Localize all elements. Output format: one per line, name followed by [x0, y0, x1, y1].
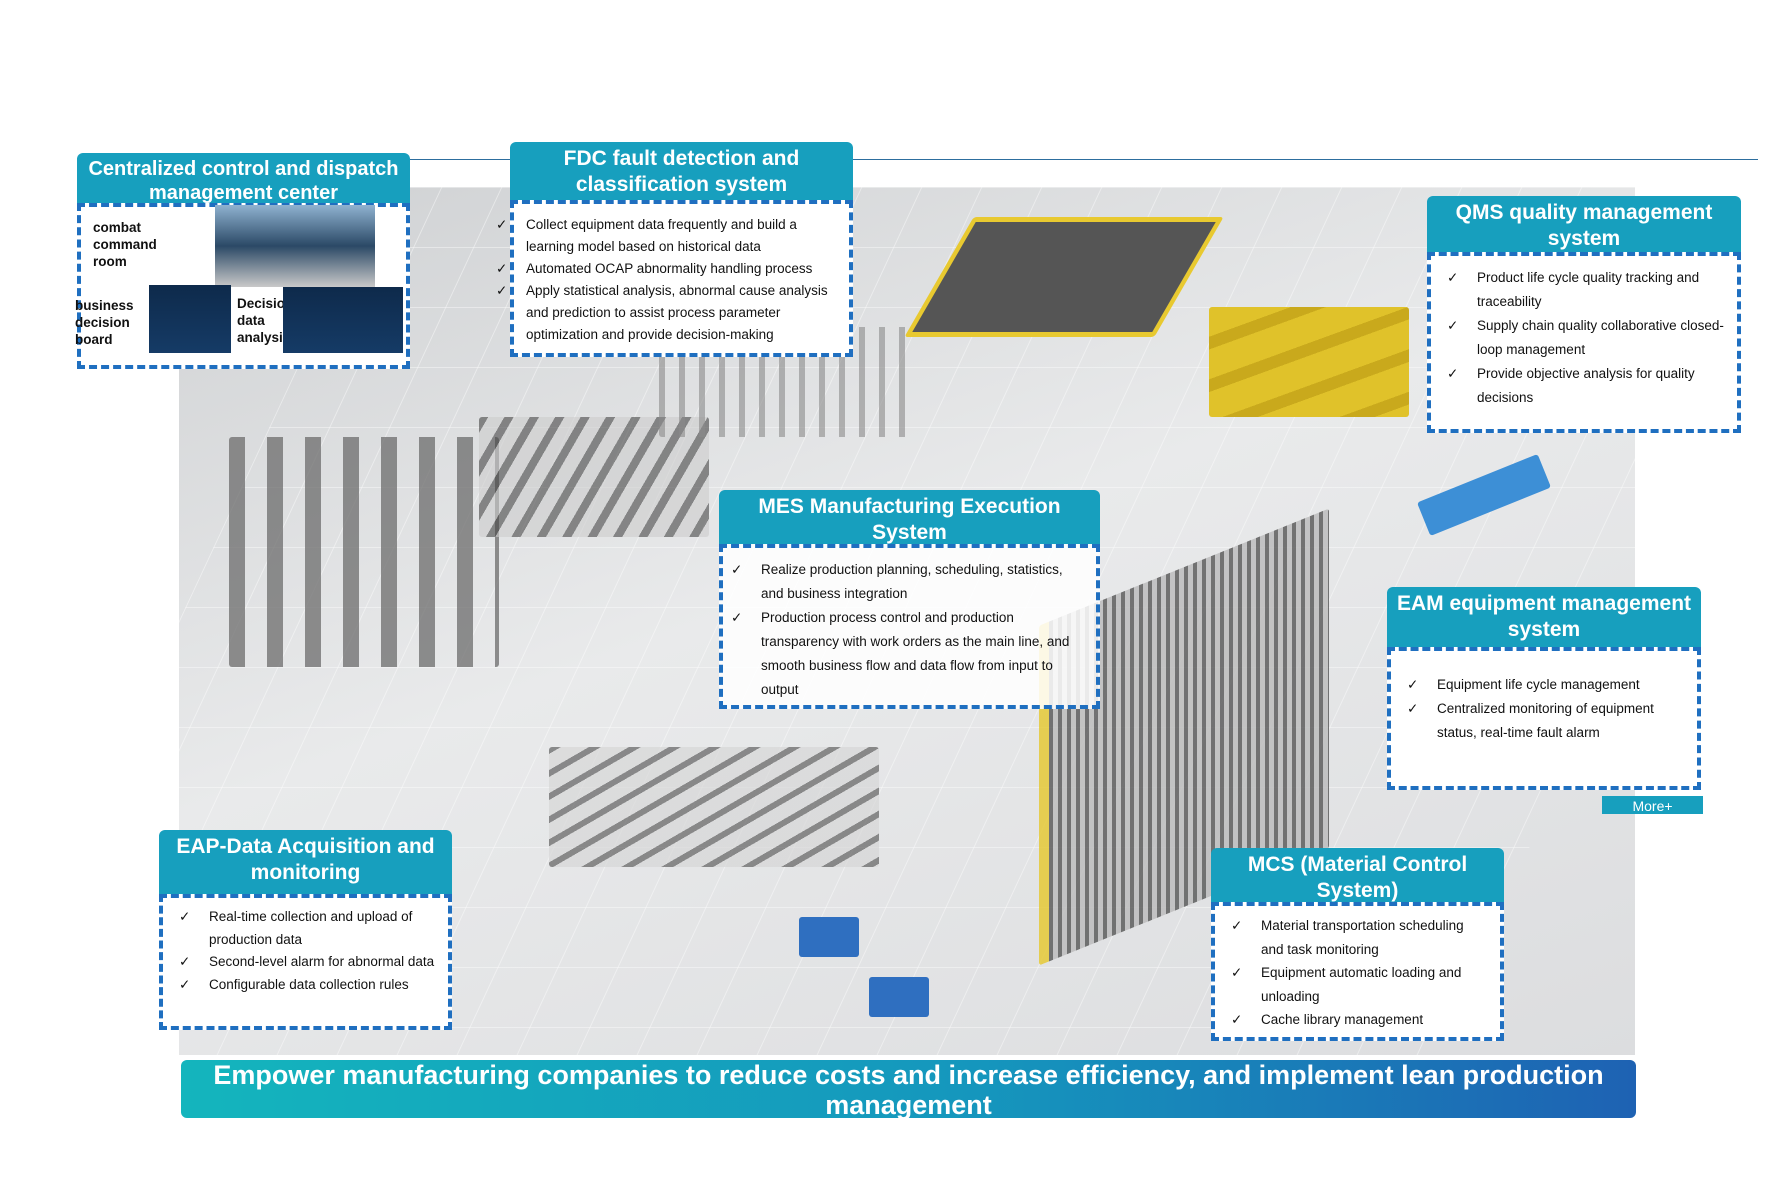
check-icon: ✓ [179, 954, 191, 969]
list-item: ✓Cache library management [1227, 1008, 1488, 1032]
list-item: ✓Collect equipment data frequently and b… [496, 214, 837, 258]
check-icon: ✓ [731, 610, 743, 625]
list-item: ✓Centralized monitoring of equipment sta… [1403, 697, 1685, 745]
eam-panel: EAM equipment management system ✓Equipme… [1387, 587, 1701, 790]
command-room-photo [215, 205, 375, 287]
list-item: ✓Provide objective analysis for quality … [1443, 362, 1725, 410]
list-item: ✓Product life cycle quality tracking and… [1443, 266, 1725, 314]
tank-columns [229, 437, 499, 667]
assembly-line [549, 747, 879, 867]
production-line [479, 417, 709, 537]
decision-analysis-label: Decision data analysis [237, 296, 287, 345]
operator-desk [869, 977, 929, 1017]
check-icon: ✓ [1231, 965, 1243, 980]
check-icon: ✓ [179, 976, 191, 992]
check-icon: ✓ [1231, 1012, 1243, 1027]
check-icon: ✓ [1407, 701, 1419, 716]
list-item: ✓Production process control and producti… [727, 606, 1084, 702]
check-icon: ✓ [1407, 677, 1419, 692]
check-icon: ✓ [1447, 366, 1459, 381]
qms-panel: QMS quality management system ✓Product l… [1427, 196, 1741, 433]
decision-analysis-screenshot [283, 287, 403, 353]
mcs-panel: MCS (Material Control System) ✓Material … [1211, 848, 1504, 1041]
more-button[interactable]: More+ [1602, 796, 1703, 814]
list-item: ✓Equipment life cycle management [1403, 673, 1685, 697]
panel-title: EAP-Data Acquisition and monitoring [159, 830, 452, 894]
check-icon: ✓ [1447, 318, 1459, 333]
check-icon: ✓ [496, 261, 508, 276]
check-icon: ✓ [179, 909, 191, 924]
list-item: ✓Realize production planning, scheduling… [727, 558, 1084, 606]
check-icon: ✓ [496, 283, 508, 298]
list-item: ✓Configurable data collection rules [175, 974, 436, 997]
panel-title: MCS (Material Control System) [1211, 848, 1504, 904]
check-icon: ✓ [731, 562, 743, 577]
fdc-panel: FDC fault detection and classification s… [496, 142, 853, 357]
business-board-label: business decision board [75, 298, 134, 347]
list-item: ✓Equipment automatic loading and unloadi… [1227, 961, 1488, 1008]
divider-line [408, 159, 1758, 160]
list-item: ✓Real-time collection and upload of prod… [175, 906, 436, 951]
list-item: ✓Apply statistical analysis, abnormal ca… [496, 280, 837, 346]
yellow-storage-blocks [1209, 307, 1409, 417]
list-item: ✓Automated OCAP abnormality handling pro… [496, 258, 837, 280]
business-board-screenshot [149, 285, 231, 353]
panel-title: Centralized control and dispatch managem… [77, 153, 410, 205]
panel-title: QMS quality management system [1427, 196, 1741, 254]
check-icon: ✓ [1447, 270, 1459, 285]
panel-title: EAM equipment management system [1387, 587, 1701, 647]
panel-title: MES Manufacturing Execution System [719, 490, 1100, 544]
operator-desk [799, 917, 859, 957]
list-item: ✓Second-level alarm for abnormal data [175, 951, 436, 974]
list-item: ✓Supply chain quality collaborative clos… [1443, 314, 1725, 362]
mes-panel: MES Manufacturing Execution System ✓Real… [719, 490, 1100, 709]
check-icon: ✓ [496, 217, 508, 232]
centralized-control-panel: Centralized control and dispatch managem… [75, 153, 410, 369]
command-room-label: combat command room [93, 220, 157, 269]
eap-panel: EAP-Data Acquisition and monitoring ✓Rea… [159, 830, 452, 1030]
list-item: ✓Material transportation scheduling and … [1227, 914, 1488, 961]
check-icon: ✓ [1231, 918, 1243, 933]
slogan-banner: Empower manufacturing companies to reduc… [181, 1060, 1636, 1120]
panel-title: FDC fault detection and classification s… [510, 142, 853, 204]
